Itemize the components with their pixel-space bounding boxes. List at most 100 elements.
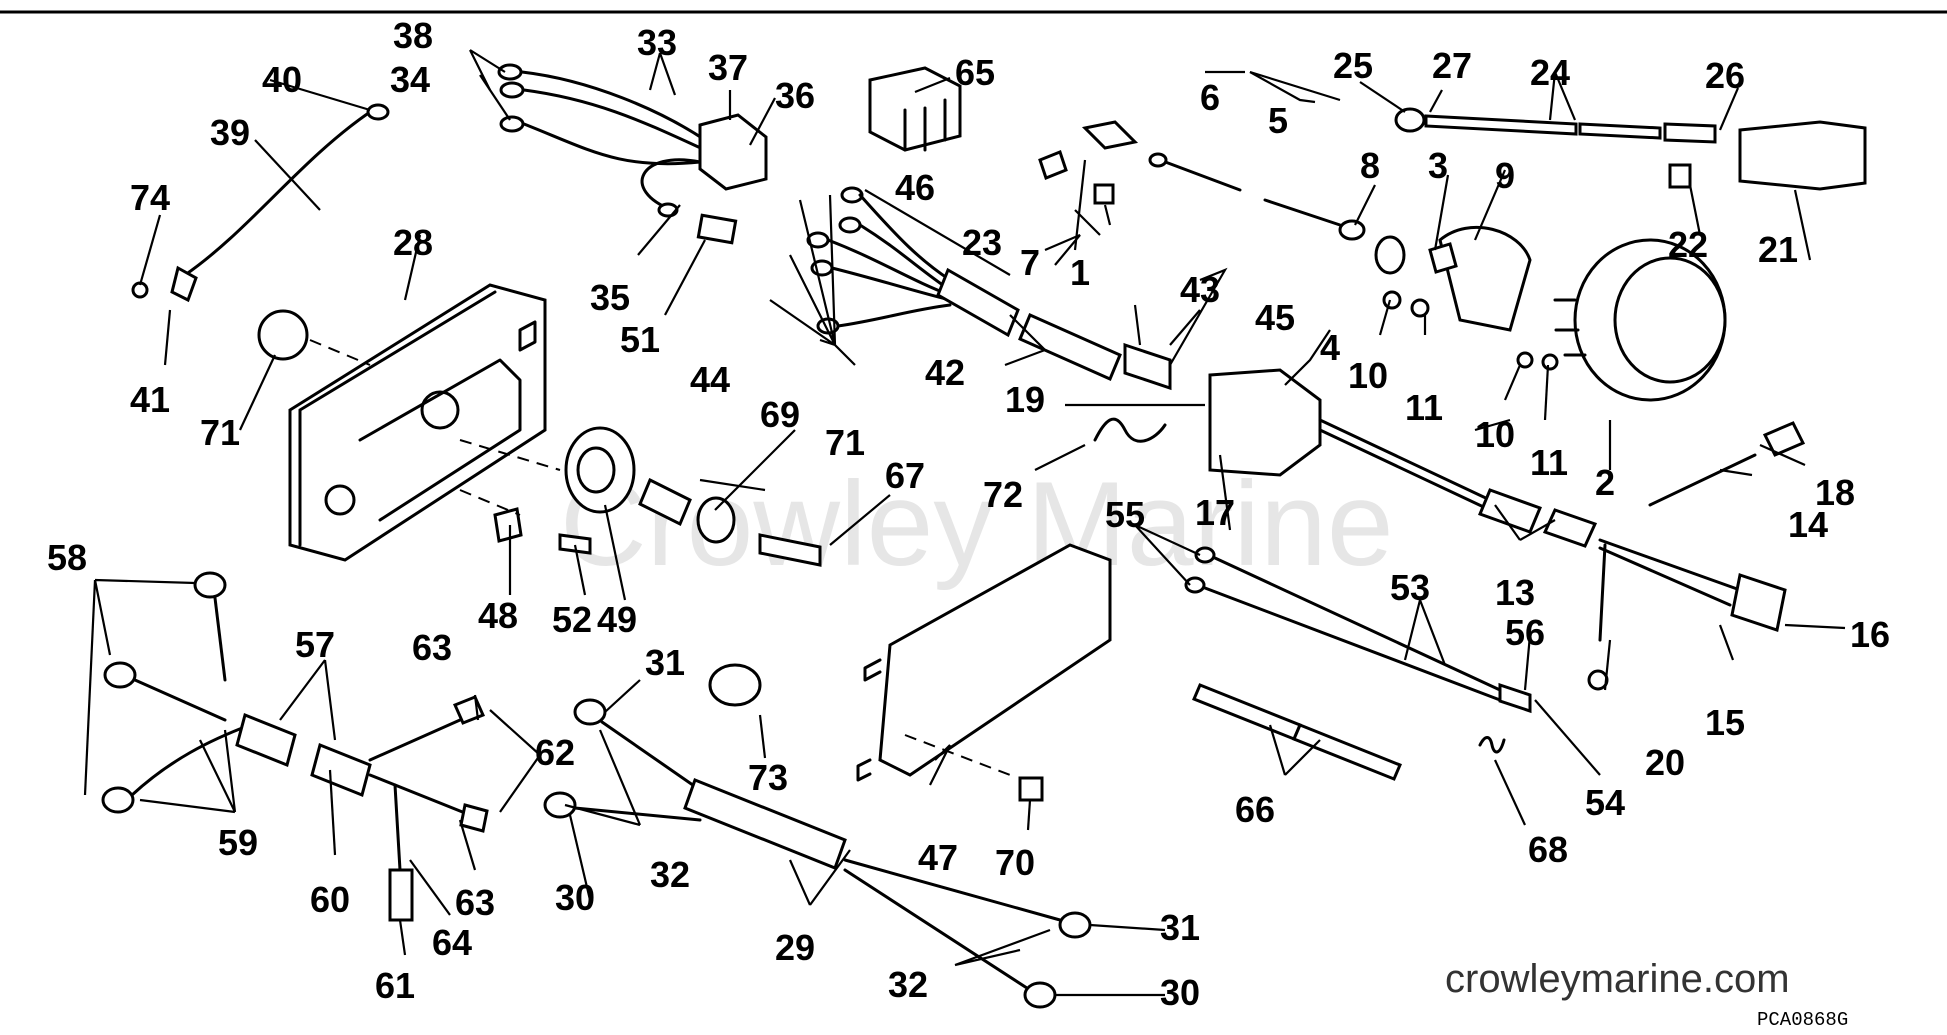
washer-part-71b <box>696 496 736 544</box>
callout-48: 48 <box>478 595 518 636</box>
module-part-47 <box>856 543 1112 782</box>
callout-34: 34 <box>390 59 430 100</box>
callout-64: 64 <box>432 922 472 963</box>
washer-part-11b <box>1541 353 1559 371</box>
screw-part-1 <box>1093 183 1115 205</box>
callout-4: 4 <box>1320 327 1340 368</box>
callout-31b: 31 <box>1160 907 1200 948</box>
callout-74: 74 <box>130 177 170 218</box>
callout-2: 2 <box>1595 462 1615 503</box>
callout-58: 58 <box>47 537 87 578</box>
relay-part-65 <box>868 66 962 152</box>
callout-25: 25 <box>1333 45 1373 86</box>
callout-3: 3 <box>1428 145 1448 186</box>
callout-31a: 31 <box>645 642 685 683</box>
callout-1: 1 <box>1070 252 1090 293</box>
callout-35: 35 <box>590 277 630 318</box>
callout-33: 33 <box>637 22 677 63</box>
callout-57: 57 <box>295 624 335 665</box>
leader-lines <box>83 49 1846 997</box>
callout-44: 44 <box>690 359 730 400</box>
tube-part-66b <box>1292 723 1402 781</box>
callout-18: 18 <box>1815 472 1855 513</box>
callout-56: 56 <box>1505 612 1545 653</box>
callout-67: 67 <box>885 455 925 496</box>
sleeve-part-69 <box>638 477 692 527</box>
harness-part-57 <box>101 571 489 922</box>
callout-71a: 71 <box>200 412 240 453</box>
callout-63a: 63 <box>412 627 452 668</box>
washer-part-11 <box>1410 298 1430 318</box>
callout-53: 53 <box>1390 567 1430 608</box>
callout-52: 52 <box>552 599 592 640</box>
washer-part-71 <box>257 309 309 361</box>
nut-part-4 <box>1374 235 1406 275</box>
callout-29: 29 <box>775 927 815 968</box>
callout-17: 17 <box>1195 492 1235 533</box>
callout-7: 7 <box>1020 242 1040 283</box>
callout-69: 69 <box>760 394 800 435</box>
callout-72: 72 <box>983 474 1023 515</box>
callout-labels: 1 2 3 4 5 6 7 8 9 10 10 11 11 13 14 15 1… <box>47 15 1890 1013</box>
callout-43: 43 <box>1180 269 1220 310</box>
bracket-part-9 <box>1438 225 1532 332</box>
callout-36: 36 <box>775 75 815 116</box>
callout-62: 62 <box>535 732 575 773</box>
callout-27: 27 <box>1432 45 1472 86</box>
callout-11b: 11 <box>1530 442 1568 483</box>
callout-38: 38 <box>393 15 433 56</box>
sender-part-17 <box>1208 368 1787 691</box>
callout-63b: 63 <box>455 882 495 923</box>
callout-15: 15 <box>1705 702 1745 743</box>
callout-14: 14 <box>1788 504 1828 545</box>
parts-artwork <box>101 63 1867 1009</box>
callout-24: 24 <box>1530 52 1570 93</box>
callout-10a: 10 <box>1348 355 1388 396</box>
callout-19: 19 <box>1005 379 1045 420</box>
callout-11a: 11 <box>1405 387 1443 428</box>
callout-40: 40 <box>262 59 302 100</box>
callout-41: 41 <box>130 379 170 420</box>
wire-part-5 <box>1148 152 1366 241</box>
callout-32a: 32 <box>650 854 690 895</box>
drawing-code: PCA0868G <box>1757 1009 1848 1031</box>
callout-22: 22 <box>1668 224 1708 265</box>
callout-66: 66 <box>1235 789 1275 830</box>
bracket-part-23 <box>1038 150 1068 180</box>
screw-part-70 <box>1018 776 1044 802</box>
screw-part-52 <box>558 533 592 555</box>
connector-part-51 <box>696 213 738 245</box>
box-part-28 <box>288 283 547 562</box>
callout-10b: 10 <box>1475 414 1515 455</box>
harness-part-33 <box>497 63 768 218</box>
callout-61: 61 <box>375 965 415 1006</box>
wire-part-24 <box>1394 107 1867 191</box>
callout-60: 60 <box>310 879 350 920</box>
callout-30b: 30 <box>1160 972 1200 1013</box>
ground-strap-part-39 <box>131 103 390 303</box>
callout-5: 5 <box>1268 100 1288 141</box>
callout-23: 23 <box>962 222 1002 263</box>
clip-part-3 <box>1428 242 1458 274</box>
callout-73: 73 <box>748 757 788 798</box>
grommet-part-49 <box>564 426 636 514</box>
callout-51: 51 <box>620 319 660 360</box>
callout-45: 45 <box>1255 297 1295 338</box>
callout-42: 42 <box>925 352 965 393</box>
callout-68: 68 <box>1528 829 1568 870</box>
wire-part-14 <box>1648 453 1757 507</box>
wire-part-53 <box>1184 546 1532 714</box>
callout-59: 59 <box>218 822 258 863</box>
clip-part-72 <box>1093 417 1167 443</box>
callout-16: 16 <box>1850 614 1890 655</box>
callout-47: 47 <box>918 837 958 878</box>
callout-65: 65 <box>955 52 995 93</box>
callout-39: 39 <box>210 112 250 153</box>
callout-32b: 32 <box>888 964 928 1005</box>
callout-54: 54 <box>1585 782 1625 823</box>
callout-71b: 71 <box>825 422 865 463</box>
harness-part-29 <box>543 698 1092 1009</box>
callout-26: 26 <box>1705 55 1745 96</box>
callout-6: 6 <box>1200 77 1220 118</box>
